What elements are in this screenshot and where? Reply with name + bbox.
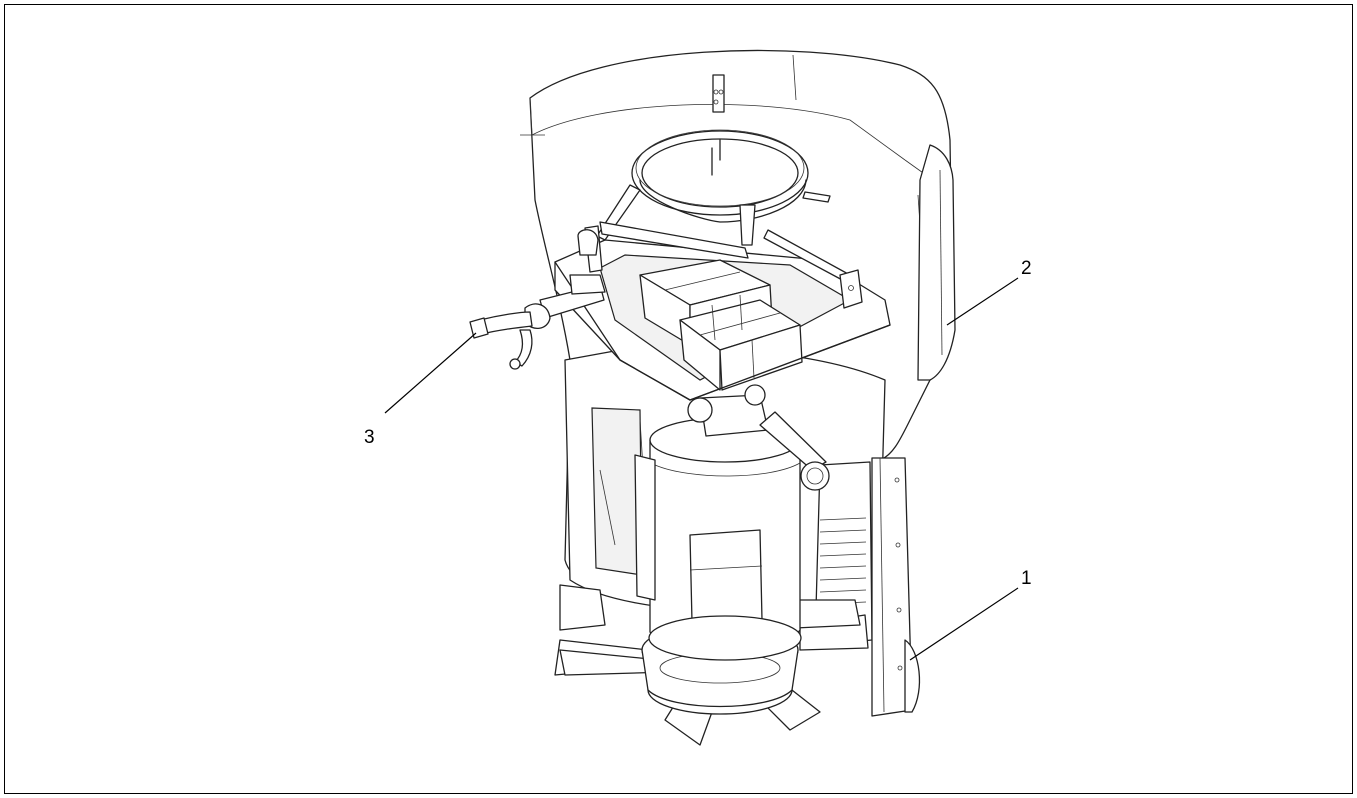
spider-arms bbox=[596, 184, 851, 283]
callout-label-1: 1 bbox=[1021, 568, 1032, 589]
shroud-side-panel bbox=[917, 144, 956, 381]
distribution-basin bbox=[554, 239, 891, 401]
gearbox bbox=[687, 384, 830, 491]
support-leg bbox=[871, 457, 921, 717]
spray-ring bbox=[631, 74, 809, 223]
leader-line-2 bbox=[946, 277, 1019, 326]
callout-label-2: 2 bbox=[1021, 258, 1032, 279]
leader-line-3 bbox=[384, 332, 477, 414]
leader-lines bbox=[384, 277, 1019, 661]
leader-line-1 bbox=[909, 587, 1019, 661]
callout-label-3: 3 bbox=[364, 427, 375, 448]
water-inlet-pipe bbox=[469, 225, 606, 370]
tray-bracket bbox=[839, 269, 863, 309]
motor-body bbox=[634, 417, 802, 661]
